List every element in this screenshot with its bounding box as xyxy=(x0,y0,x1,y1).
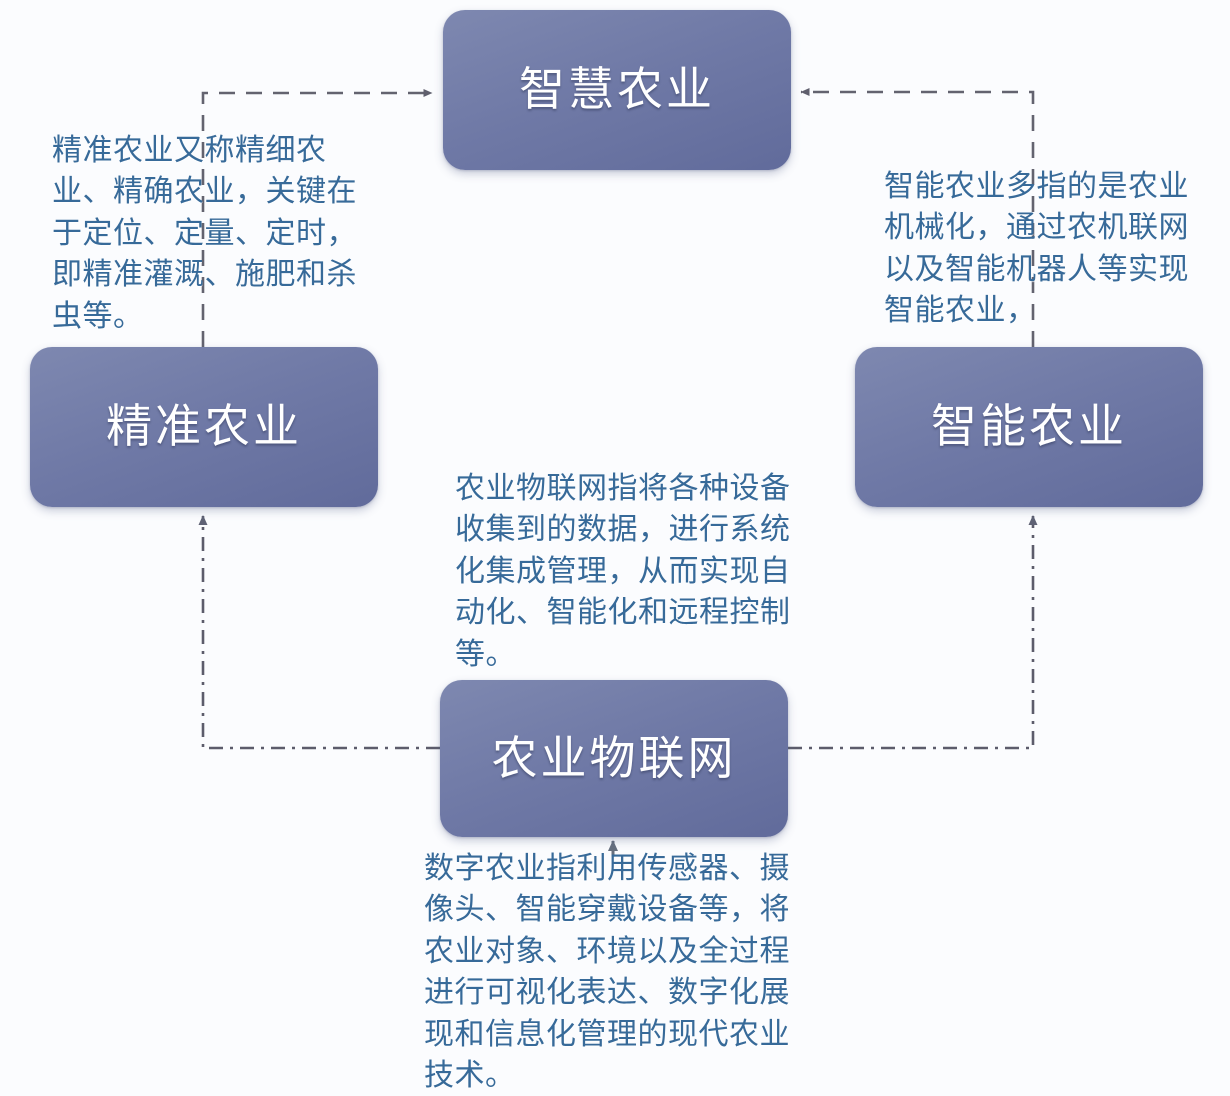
node-label: 精准农业 xyxy=(106,401,302,452)
node-label: 智慧农业 xyxy=(519,64,715,115)
note-agricultural-iot: 农业物联网指将各种设备收集到的数据，进行系统化集成管理，从而实现自动化、智能化和… xyxy=(455,472,791,671)
note-precision-agriculture: 精准农业又称精细农业、精确农业，关键在于定位、定量、定时，即精准灌溉、施肥和杀虫… xyxy=(52,134,357,333)
connector-iot-to-intelligent xyxy=(788,515,1038,750)
node-agricultural-iot[interactable]: 农业物联网 xyxy=(440,680,788,837)
node-smart-agriculture[interactable]: 智慧农业 xyxy=(443,10,791,170)
node-intelligent-agriculture[interactable]: 智能农业 xyxy=(855,347,1203,507)
node-precision-agriculture[interactable]: 精准农业 xyxy=(30,347,378,507)
note-intelligent-agriculture: 智能农业多指的是农业机械化，通过农机联网以及智能机器人等实现智能农业， xyxy=(884,170,1189,328)
node-label: 农业物联网 xyxy=(491,732,737,784)
node-label: 智能农业 xyxy=(931,401,1127,452)
connector-iot-to-precision xyxy=(198,515,440,750)
note-digital-agriculture: 数字农业指利用传感器、摄像头、智能穿戴设备等，将农业对象、环境以及全过程进行可视… xyxy=(424,852,790,1092)
